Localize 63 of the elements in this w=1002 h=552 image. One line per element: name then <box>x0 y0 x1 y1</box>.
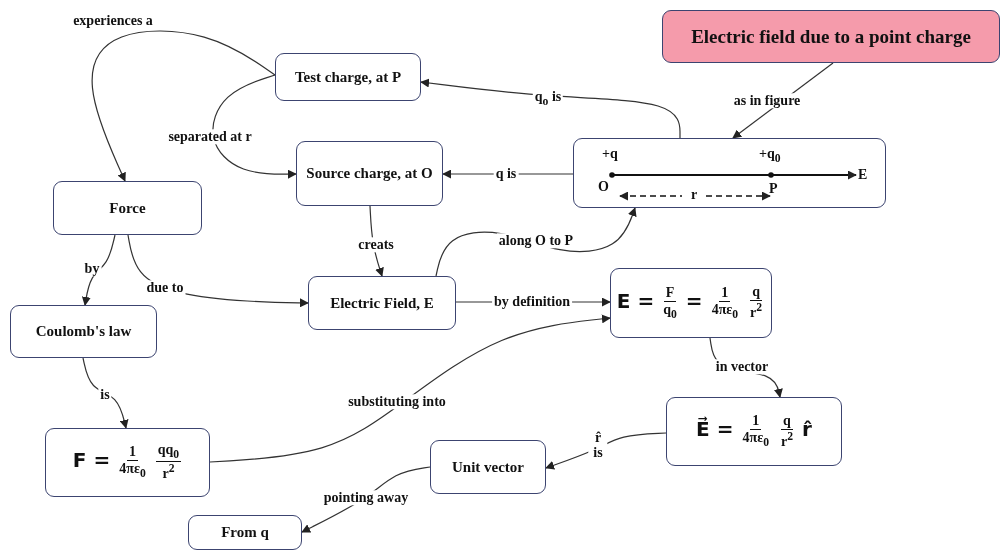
concept-box <box>53 181 202 235</box>
node-label: Force <box>109 198 146 218</box>
edge-label: separated at r <box>166 129 254 145</box>
formula-box <box>666 397 842 466</box>
denominator: r$^{2}$ <box>749 301 764 322</box>
denominator: r$^{2}$ <box>161 462 176 483</box>
edge-label: in vector <box>713 359 771 375</box>
concept-box <box>10 305 157 358</box>
distance-label: r <box>691 188 698 202</box>
edge-label: pointing away <box>321 490 411 506</box>
node-label: Electric field due to a point charge <box>691 24 971 49</box>
node-label: Coulomb's law <box>35 322 132 341</box>
figure-label: O <box>598 180 609 194</box>
edge-label: q is <box>493 166 519 182</box>
numerator: 1 <box>750 413 762 431</box>
figure-label: +q <box>602 147 618 161</box>
connector-arrow <box>81 234 116 306</box>
numerator: 1 <box>719 284 731 302</box>
title-box <box>662 10 1000 63</box>
connector-arrow <box>212 74 297 179</box>
connector-arrow <box>82 357 129 429</box>
edge-label: along O to P <box>496 233 576 249</box>
concept-box <box>188 515 302 550</box>
edge-label: as in figure <box>731 93 803 109</box>
node-label: From q <box>221 523 269 542</box>
denominator: q$_{0}$ <box>662 301 678 322</box>
node-label: Electric Field, E <box>330 293 434 313</box>
connector-arrow <box>91 30 276 182</box>
connector-arrow <box>420 78 681 139</box>
concept-box <box>308 276 456 330</box>
edge-label: by <box>82 261 102 277</box>
figure-label: +q$_{0}$ <box>759 147 781 165</box>
denominator: 4πε$_{0}$ <box>741 430 770 450</box>
formula-term: = <box>685 288 703 313</box>
numerator: 1 <box>127 444 138 462</box>
numerator: F <box>663 284 677 302</box>
edge-label: creats <box>356 237 396 253</box>
edge-label: by definition <box>492 294 572 310</box>
numerator: q <box>781 412 793 430</box>
denominator: 4πε$_{0}$ <box>710 301 740 322</box>
edge-label: substituting into <box>346 394 448 410</box>
edge-label: due to <box>144 280 186 296</box>
edge-label: experiences a <box>71 13 155 29</box>
node-label: Test charge, at P <box>294 67 402 87</box>
figure-label: E <box>858 168 868 182</box>
denominator: r$^{2}$ <box>779 429 794 451</box>
concept-box <box>430 440 546 494</box>
formula-term: E⃗ = <box>696 417 734 442</box>
figure-box <box>573 138 886 208</box>
node-label: Source charge, at O <box>306 164 433 183</box>
formula-term: r̂ <box>802 417 812 442</box>
figure-label: P <box>769 182 778 196</box>
numerator: qq$_{0}$ <box>155 442 182 463</box>
formula-box <box>610 268 772 338</box>
concept-box <box>275 53 421 101</box>
denominator: 4πε$_{0}$ <box>118 461 147 481</box>
connector-arrow <box>209 314 611 463</box>
formula-box <box>45 428 210 497</box>
concept-box <box>296 141 443 206</box>
formula-term: F = <box>72 448 111 473</box>
formula-term: E = <box>616 288 655 313</box>
node-label: Unit vector <box>451 457 525 477</box>
numerator: q <box>750 284 763 302</box>
